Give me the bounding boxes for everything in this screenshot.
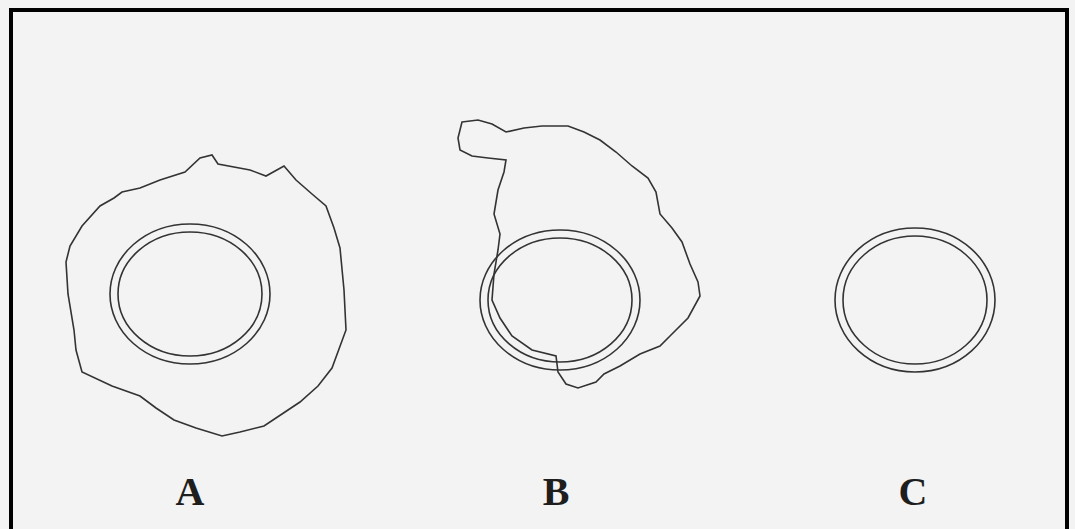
nucleus-ring [843, 236, 987, 364]
nucleus-ring [835, 228, 995, 372]
figure-label: B [543, 472, 570, 512]
nucleus-ring [118, 232, 262, 356]
figure-label: A [176, 472, 205, 512]
cell-outline [66, 155, 346, 436]
nucleus-ring [480, 230, 640, 370]
nucleus-ring [110, 224, 270, 364]
figure-label: C [899, 472, 928, 512]
nucleus-ring [488, 238, 632, 362]
cell-outline [458, 120, 700, 388]
frame [11, 10, 1067, 529]
